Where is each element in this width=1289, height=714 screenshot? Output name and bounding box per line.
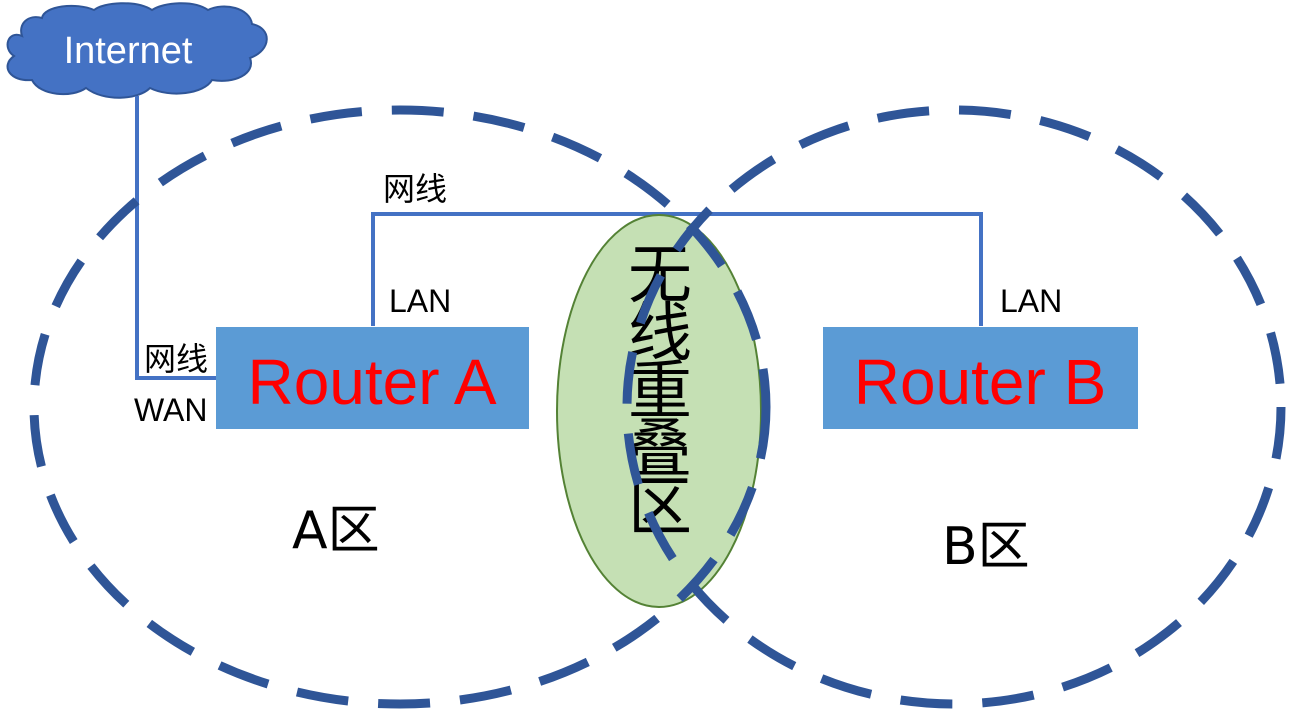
zone-a-boundary xyxy=(29,105,771,709)
lan-cable-label: 网线 xyxy=(383,170,447,208)
router-b: Router B xyxy=(823,327,1138,429)
wan-cable-line xyxy=(135,96,217,380)
internet-label: Internet xyxy=(64,30,193,72)
lan-b-port-label: LAN xyxy=(1000,283,1062,319)
router-b-label: Router B xyxy=(854,346,1107,418)
zone-b-boundary xyxy=(622,105,1286,709)
cables xyxy=(135,96,983,380)
internet-cloud: Internet xyxy=(6,2,268,99)
router-a-label: Router A xyxy=(247,346,496,418)
wan-port-label: WAN xyxy=(134,392,207,428)
zone-boundaries xyxy=(29,105,1286,709)
cloud-shape xyxy=(6,2,268,99)
router-a: Router A xyxy=(216,327,529,429)
lan-a-port-label: LAN xyxy=(389,283,451,319)
zone-a-label: A区 xyxy=(292,501,380,561)
router-b-box xyxy=(823,327,1138,429)
overlap-char-2: 线 xyxy=(628,297,692,371)
overlap-char-3: 重 xyxy=(628,355,692,429)
overlap-ellipse xyxy=(556,214,762,608)
zone-b-label: B区 xyxy=(942,517,1030,577)
wan-cable-label: 网线 xyxy=(144,340,208,378)
wireless-overlap-zone: 无 线 重 叠 区 xyxy=(556,214,762,608)
router-a-box xyxy=(216,327,529,429)
lan-cable-line xyxy=(371,212,983,326)
